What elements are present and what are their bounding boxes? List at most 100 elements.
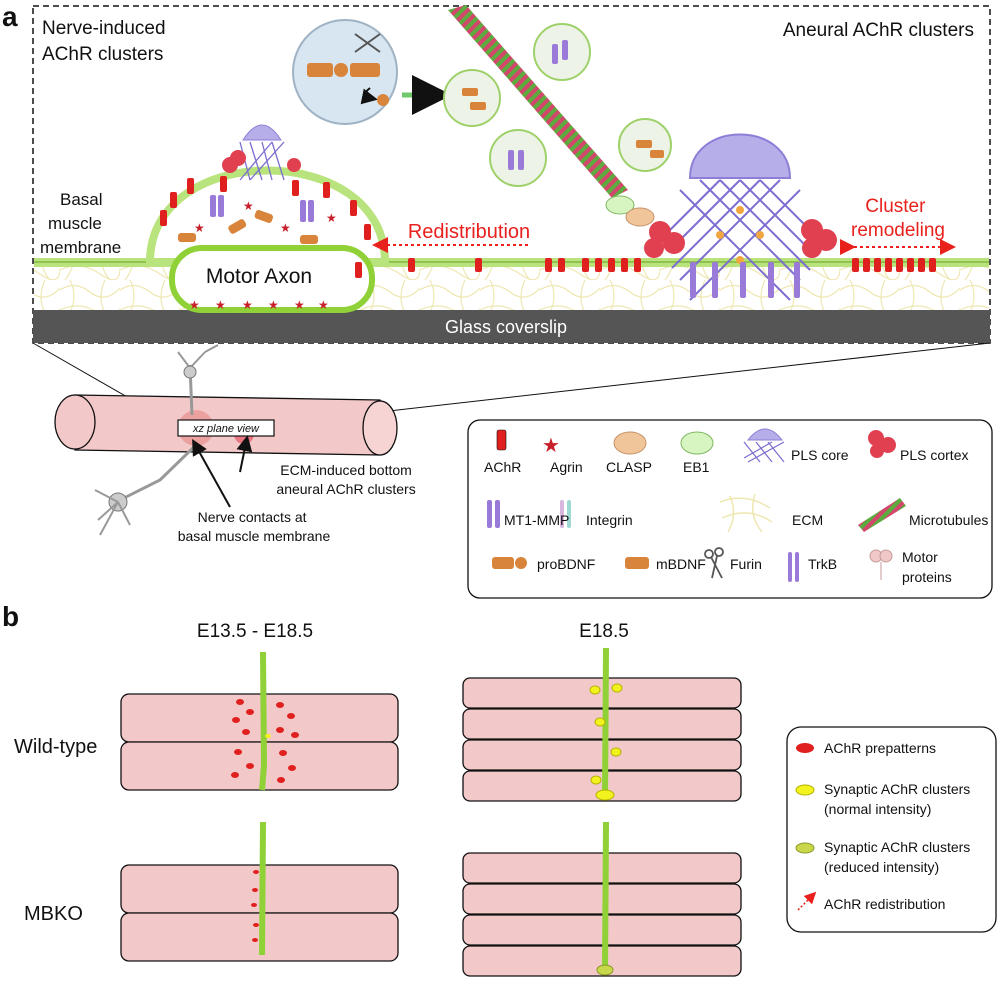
motor-axon-label: Motor Axon — [206, 265, 312, 288]
pls-lattice — [667, 179, 816, 301]
mbko-reduced-cluster — [596, 964, 614, 976]
wt-synaptic-clusters — [589, 683, 623, 801]
legend-pls-core: PLS core — [791, 447, 849, 463]
basal-label-1: Basal — [60, 190, 103, 209]
panel-a-letter: a — [2, 1, 18, 32]
legend-microtubules: Microtubules — [909, 512, 988, 528]
svg-text:proBDNF mBDNF Furin: proBDNF mBDNF Furin TrkB Motor proteins — [537, 549, 952, 585]
svg-text:AChR prepatterns Synaptic: AChR prepatterns Synaptic AChR clusters … — [824, 740, 974, 912]
redistribution-label: Redistribution — [408, 221, 530, 243]
legend-normal-1: Synaptic AChR clusters — [824, 781, 970, 797]
mbdnf-icon — [625, 557, 649, 569]
ecm-induced-label-1: ECM-induced bottom — [280, 462, 412, 478]
svg-text:Basal muscle membrane: Basal muscle membrane — [40, 190, 121, 257]
pls-cortex-clusters — [644, 219, 837, 258]
legend-motor-1: Motor — [902, 549, 938, 565]
wt-late-fibers — [462, 677, 742, 802]
redistribution-icon — [797, 891, 817, 911]
wt-prepatterns — [231, 699, 299, 783]
legend-motor-2: proteins — [902, 569, 952, 585]
legend-ecm: ECM — [792, 512, 823, 528]
legend-b-box — [786, 726, 997, 933]
legend-normal-2: (normal intensity) — [824, 801, 931, 817]
mbko-late-fibers — [462, 852, 742, 977]
glass-coverslip-label: Glass coverslip — [445, 317, 567, 337]
legend-reduced-1: Synaptic AChR clusters — [824, 839, 970, 855]
nerve-induced-label-1: Nerve-induced — [42, 18, 166, 39]
legend-integrin: Integrin — [586, 512, 633, 528]
svg-text:★: ★ — [318, 298, 329, 312]
svg-text:Nerve-induced AChR cluster: Nerve-induced AChR clusters — [42, 18, 171, 65]
legend-achr: AChR — [484, 459, 521, 475]
col-label-1: E13.5 - E18.5 — [197, 621, 313, 642]
integrin-icon — [560, 500, 571, 528]
motor-proteins-icon — [869, 549, 893, 580]
glass-coverslip — [33, 310, 990, 343]
clasp-icon — [613, 431, 647, 455]
legend-a-box — [467, 419, 993, 599]
svg-text:★: ★ — [194, 221, 205, 235]
lower-neuron-axon — [119, 443, 198, 502]
mbko-early-nerve — [259, 821, 266, 956]
legend-trkb: TrkB — [808, 556, 837, 572]
col-label-2: E18.5 — [579, 621, 629, 642]
legend-prepatterns: AChR prepatterns — [824, 740, 936, 756]
reduced-cluster-icon — [795, 842, 815, 854]
nerve-contacts-label-2: basal muscle membrane — [178, 528, 331, 544]
pls-core-large — [688, 133, 792, 179]
pls-core-small — [242, 124, 282, 141]
achr-remodel-cluster — [852, 258, 936, 272]
nerve-induced-label-2: AChR clusters — [42, 44, 163, 65]
achr-dispersed — [408, 258, 641, 272]
microtubules-icon — [858, 498, 906, 532]
svg-text:★: ★ — [294, 298, 305, 312]
svg-text:★: ★ — [215, 298, 226, 312]
svg-text:★: ★ — [268, 298, 279, 312]
wt-early-nerve — [259, 651, 268, 791]
ecm-icon — [719, 493, 773, 533]
svg-text:ECM-induced bottom aneural: ECM-induced bottom aneural AChR clusters… — [178, 462, 420, 544]
legend-reduced-2: (reduced intensity) — [824, 859, 939, 875]
svg-text:★: ★ — [326, 211, 337, 225]
xz-plane-box — [177, 419, 275, 437]
eb1-icon — [680, 431, 714, 455]
svg-text:★: ★ — [243, 199, 254, 213]
basal-label-2: muscle — [48, 214, 102, 233]
aneural-label: Aneural AChR clusters — [783, 20, 974, 41]
cluster-remodeling-label-1: Cluster — [865, 196, 926, 217]
microtubule — [448, 5, 628, 198]
svg-text:★: ★ — [189, 298, 200, 312]
legend-pls-cortex: PLS cortex — [900, 447, 968, 463]
normal-cluster-icon — [795, 784, 815, 796]
row-label-mbko: MBKO — [24, 903, 83, 925]
mbko-late-nerve — [602, 821, 609, 973]
ecm-induced-label-2: aneural AChR clusters — [276, 481, 415, 497]
legend-clasp: CLASP — [606, 459, 652, 475]
row-label-wildtype: Wild-type — [14, 736, 97, 758]
agrin-stars: ★ ★ ★ ★ ★ ★ ★ ★ ★ ★ — [189, 199, 337, 312]
legend-mbdnf: mBDNF — [656, 556, 706, 572]
achr-icon — [496, 429, 507, 451]
svg-text:★: ★ — [242, 298, 253, 312]
legend-agrin: Agrin — [550, 459, 583, 475]
trkb-icon — [788, 552, 799, 582]
mt1-mmp-icon — [487, 500, 500, 528]
svg-text:Cluster remodeling: Cluster remodeling — [851, 196, 945, 241]
legend-mt1-mmp: MT1-MMP — [504, 512, 569, 528]
mbko-prepatterns — [251, 870, 259, 942]
achr-nerve-cluster — [160, 176, 371, 278]
nerve-contacts-label-1: Nerve contacts at — [198, 509, 307, 525]
panel-b-letter: b — [2, 601, 19, 632]
probdnf-icon — [492, 557, 527, 569]
basal-label-3: membrane — [40, 238, 121, 257]
motor-axon — [169, 245, 375, 313]
svg-text:MT1-MMP Integrin ECM: MT1-MMP Integrin ECM Microtubules — [504, 512, 988, 528]
xz-plane-label: xz plane view — [192, 423, 260, 435]
pls-cortex-icon — [868, 430, 896, 458]
svg-text:AChR Agrin CLASP E: AChR Agrin CLASP EB1 PLS core PLS cortex — [484, 447, 968, 475]
legend-probdnf: proBDNF — [537, 556, 595, 572]
prepattern-icon — [796, 743, 814, 753]
svg-text:★: ★ — [280, 221, 291, 235]
pls-core-icon — [743, 428, 785, 463]
